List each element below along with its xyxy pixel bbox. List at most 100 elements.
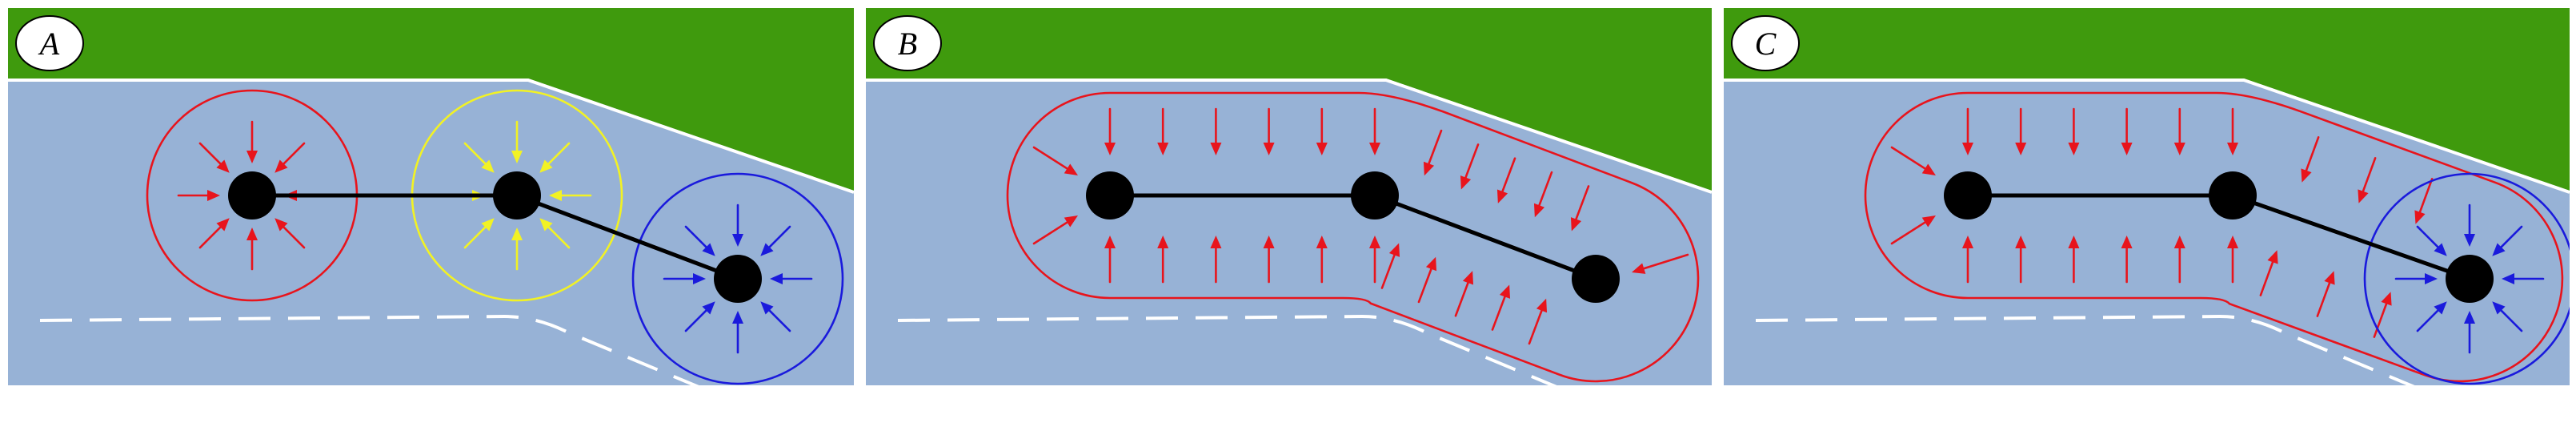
red-right-arrow	[1640, 253, 1689, 271]
red-slant-bottom-arrow-2	[1417, 264, 1434, 304]
red-top-arrow-3-head	[2121, 143, 2133, 155]
red-left-arrow-1	[1032, 146, 1072, 171]
red-bottom-arrow-4-head	[1316, 236, 1328, 248]
red-arrow-5-head	[216, 218, 230, 232]
red-bottom-arrow-0-head	[1962, 236, 1973, 248]
red-bottom-arrow-5-head	[2227, 236, 2238, 248]
red-slant-bottom-arrow-3	[2373, 300, 2389, 338]
yellow-arrow-4-head	[511, 228, 523, 240]
red-slant-bottom-arrow-1	[1380, 251, 1397, 289]
red-arrow-3-head	[274, 218, 288, 232]
red-slant-bottom-arrow-1-head	[2267, 250, 2278, 264]
yellow-arrow-3-head	[539, 218, 553, 232]
blue-arrow-7	[684, 225, 710, 251]
red-arrow-0-head	[246, 151, 258, 163]
red-slant-top-arrow-5	[1573, 185, 1590, 224]
blue-arrow-1	[766, 225, 791, 251]
blue-arrow-1-head	[2492, 243, 2506, 256]
red-top-arrow-5-head	[1369, 143, 1380, 155]
red-slant-top-arrow-2-head	[2358, 189, 2369, 203]
red-slant-bottom-arrow-3-head	[1462, 271, 1474, 285]
red-top-arrow-0-head	[1962, 143, 1973, 155]
red-slant-top-arrow-4	[1536, 171, 1553, 210]
panel-label-badge	[873, 15, 942, 71]
red-slant-top-arrow-3-head	[1496, 189, 1508, 203]
red-arrow-1	[280, 142, 306, 167]
red-top-arrow-4-head	[2173, 143, 2185, 155]
red-top-arrow-4-head	[1316, 143, 1328, 155]
red-left-arrow-2	[1890, 219, 1929, 245]
yellow-arrow-7-head	[481, 159, 495, 173]
blue-arrow-7-head	[702, 243, 715, 256]
red-slant-top-arrow-1	[1426, 129, 1443, 168]
blue-arrow-1	[2498, 225, 2523, 251]
red-top-arrow-2-head	[2068, 143, 2080, 155]
red-bottom-arrow-0-head	[1104, 236, 1116, 248]
yellow-arrow-3	[545, 224, 571, 249]
panel-a: A	[8, 8, 854, 385]
red-arrow-7	[198, 142, 224, 167]
red-left-arrow-1-head	[1064, 163, 1078, 175]
blue-arrow-4-head	[2464, 311, 2475, 324]
blue-arrow-1-head	[760, 243, 774, 256]
yellow-arrow-2-head	[549, 190, 562, 201]
node-3	[714, 255, 762, 303]
red-slant-bottom-arrow-1-head	[1388, 243, 1400, 257]
red-arrow-6-head	[207, 190, 220, 201]
land-area	[866, 8, 1712, 191]
shoreline	[1724, 79, 2570, 194]
land-area	[1724, 8, 2570, 191]
red-slant-bottom-arrow-5	[1528, 306, 1544, 345]
blue-arrow-5	[684, 307, 710, 332]
blue-arrow-7	[2416, 225, 2442, 251]
red-merged-region	[1006, 91, 1699, 383]
red-slant-bottom-arrow-4	[1491, 292, 1508, 331]
panel-label: A	[38, 26, 60, 62]
red-top-arrow-1-head	[1157, 143, 1169, 155]
node-2	[493, 171, 541, 219]
node-1	[1944, 171, 1992, 219]
red-top-arrow-3-head	[1263, 143, 1275, 155]
red-arrow-5	[198, 224, 224, 249]
red-left-arrow-2-head	[1921, 215, 1936, 228]
lane-dashed-line	[39, 314, 699, 385]
red-bottom-arrow-1-head	[1157, 236, 1169, 248]
panel-label-badge	[15, 15, 84, 71]
red-slant-top-arrow-1-head	[2301, 168, 2312, 183]
red-slant-bottom-arrow-2-head	[1425, 256, 1437, 272]
red-slant-bottom-arrow-3	[1454, 279, 1471, 317]
red-top-arrow-0-head	[1104, 143, 1116, 155]
lane-dashed-line	[1755, 314, 2415, 385]
red-top-arrow-5-head	[2227, 143, 2238, 155]
blue-arrow-3-head	[760, 301, 774, 315]
red-bottom-arrow-4-head	[2173, 236, 2185, 248]
blue-region	[631, 172, 844, 385]
red-slant-top-arrow-3-head	[2414, 210, 2426, 224]
red-left-arrow-2	[1032, 219, 1072, 245]
red-left-arrow-1-head	[1921, 163, 1936, 175]
red-slant-top-arrow-3	[1500, 157, 1516, 195]
red-bottom-arrow-3-head	[1263, 236, 1275, 248]
blue-arrow-2-head	[770, 273, 783, 284]
red-bottom-arrow-1-head	[2015, 236, 2027, 248]
node-1	[228, 171, 276, 219]
node-3	[2446, 255, 2494, 303]
red-slant-bottom-arrow-5-head	[1536, 298, 1548, 313]
red-slant-bottom-arrow-4-head	[1499, 284, 1511, 299]
red-bottom-arrow-5-head	[1369, 236, 1380, 248]
blue-arrow-6-head	[2425, 273, 2438, 284]
blue-arrow-3	[2498, 307, 2523, 332]
panel-label: C	[1755, 26, 1777, 62]
red-arrow-4-head	[246, 228, 258, 240]
shoreline	[8, 79, 854, 194]
blue-arrow-3-head	[2492, 301, 2506, 315]
red-slant-top-arrow-4-head	[1533, 203, 1545, 218]
red-slant-top-arrow-3	[2418, 178, 2434, 216]
blue-arrow-4-head	[732, 311, 743, 324]
panel-content	[1724, 8, 2570, 385]
land-area	[8, 8, 854, 191]
panel-b: B	[866, 8, 1712, 385]
red-slant-top-arrow-2	[1463, 143, 1480, 182]
